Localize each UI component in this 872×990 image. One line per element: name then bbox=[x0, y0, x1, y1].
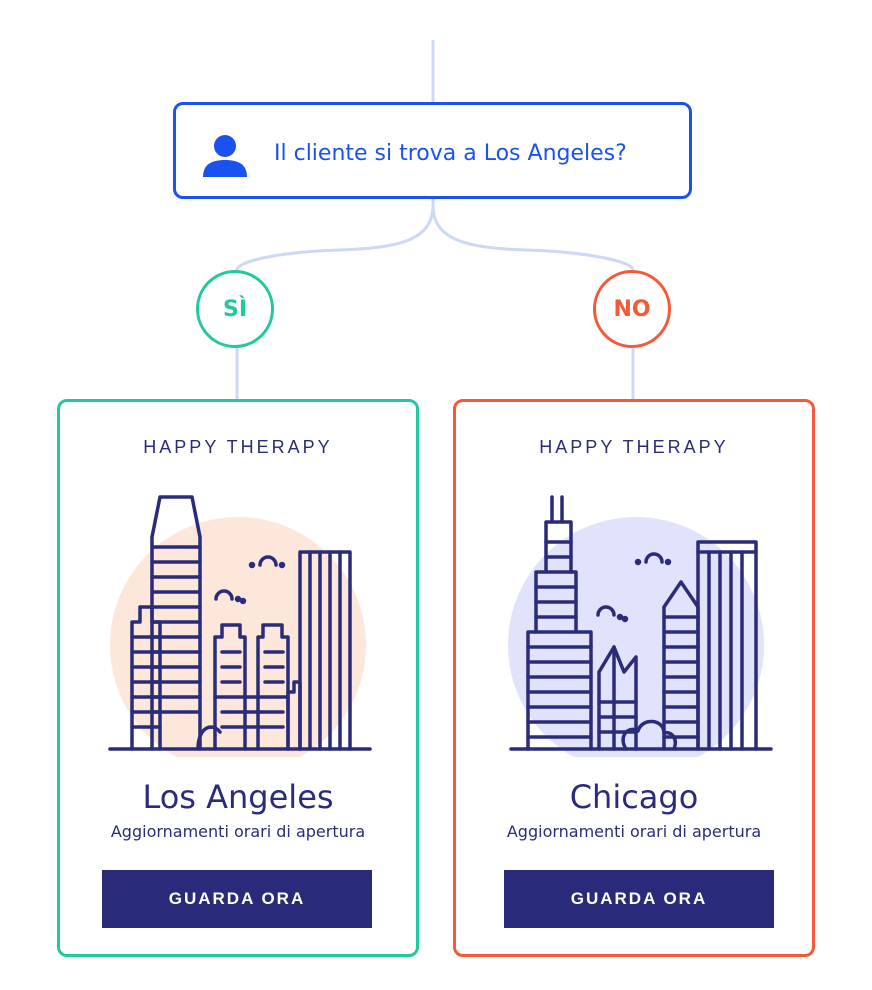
yes-branch-badge: SÌ bbox=[196, 270, 274, 348]
card-subtitle: Aggiornamenti orari di apertura bbox=[506, 822, 762, 841]
watch-now-button[interactable]: GUARDA ORA bbox=[504, 870, 774, 928]
no-branch-badge: NO bbox=[593, 270, 671, 348]
decision-question-box: Il cliente si trova a Los Angeles? bbox=[173, 102, 692, 199]
city-name: Chicago bbox=[569, 778, 699, 816]
brand-label: HAPPY THERAPY bbox=[143, 437, 333, 457]
brand-label: HAPPY THERAPY bbox=[539, 437, 729, 457]
user-icon bbox=[203, 135, 247, 177]
city-name: Los Angeles bbox=[142, 778, 334, 816]
watch-now-button[interactable]: GUARDA ORA bbox=[102, 870, 372, 928]
question-text: Il cliente si trova a Los Angeles? bbox=[274, 141, 627, 166]
los-angeles-card: HAPPY THERAPY bbox=[57, 399, 419, 957]
chicago-card: HAPPY THERAPY bbox=[453, 399, 815, 957]
los-angeles-skyline-icon bbox=[108, 495, 372, 757]
card-subtitle: Aggiornamenti orari di apertura bbox=[110, 822, 366, 841]
chicago-skyline-icon bbox=[508, 495, 773, 757]
